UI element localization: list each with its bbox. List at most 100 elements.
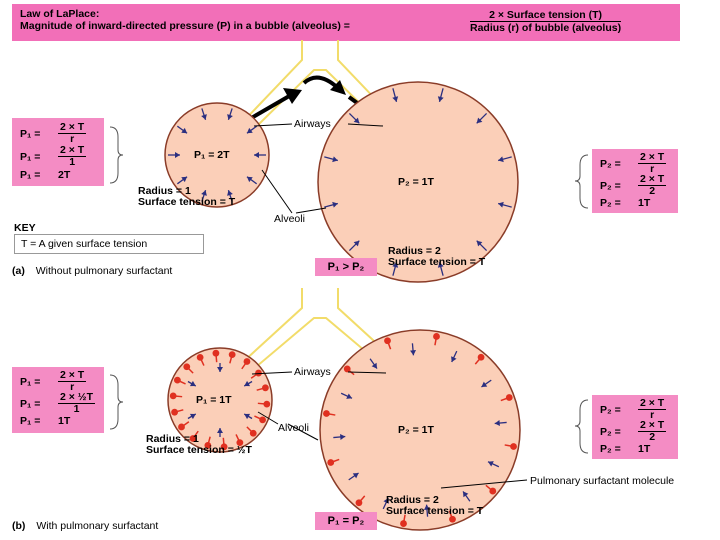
surfactant-molecule [474,353,485,365]
pressure-arrow [201,189,207,202]
header-formula-fraction: 2 × Surface tension (T) Radius (r) of bu… [470,9,622,34]
surfactant-molecules-large-b [323,333,517,527]
surfactant-molecule [355,495,366,507]
eq-num: 2 × T [58,369,87,382]
pressure-arrow [201,108,207,121]
surfactant-molecule [241,358,251,370]
small-radius-a: Radius = 1 [138,185,191,197]
small-alveolus-a [164,102,270,208]
pressure-arrow [498,156,512,163]
surfactant-molecule [235,434,244,446]
comparison-badge-a: P₁ > P₂ [315,258,377,276]
surfactant-molecule [189,430,199,442]
header-numerator: 2 × Surface tension (T) [470,9,622,22]
pressure-arrow [187,413,197,420]
eq-row: P₁ = 1T [20,415,70,427]
eq-den: 1 [73,403,80,415]
surfactant-molecule [228,351,236,364]
surfactant-molecule [257,400,271,408]
surfactant-molecule [183,363,194,374]
eq-num: 2 × ½T [58,391,95,404]
pressure-arrow [254,152,266,158]
eq-lhs: P₂ = [600,403,621,416]
small-tension-a: Surface tension = T [138,196,236,208]
pressure-arrows-large-a [324,88,512,276]
eq-den: 1 [69,156,76,168]
key-box: T = A given surface tension [14,234,204,254]
pressure-arrow [392,262,399,276]
surfactant-molecule [504,443,517,450]
eq-lhs: P₁ = [20,415,41,427]
small-alveolus-pressure-b: P₁ = 1T [196,394,232,406]
pressure-arrows-small-a [168,108,266,202]
pressure-arrow [333,433,346,440]
pressure-arrow [487,461,500,468]
eq-lhs: P₁ = [20,375,41,388]
header-title: Law of LaPlace: [20,8,100,20]
surfactant-molecule [171,408,184,416]
surfactant-molecule [256,384,269,392]
surfactant-molecule [212,349,220,363]
large-alveolus-a [317,81,519,283]
eq-lhs: P₁ = [20,150,41,163]
eq-value: 1T [58,415,71,427]
eq-den: r [70,381,75,393]
eq-lhs: P₁ = [20,397,41,410]
surfactant-molecule [204,436,212,449]
caption-a: (a) Without pulmonary surfactant [12,265,172,277]
comparison-badge-b: P₁ = P₂ [315,512,377,530]
surfactant-molecule [448,510,456,523]
surfactant-molecule [178,421,190,431]
surfactant-molecule [323,410,336,417]
eq-num: 2 × T [638,397,667,410]
airways-b [229,288,411,373]
alveoli-label-b: Alveoli [278,422,309,434]
key-text: T = A given surface tension [21,238,148,250]
leader-lines-a [253,123,384,214]
pressure-arrow [476,240,488,252]
eq-value: 1T [638,443,651,455]
pressure-arrow [498,201,512,208]
small-radius-b: Radius = 1 [146,433,199,445]
pressure-arrow [227,108,233,121]
large-radius-a: Radius = 2 [388,245,441,257]
eq-num: 2 × T [58,144,87,157]
small-tension-b: Surface tension = ½T [146,444,252,456]
large-alveolus-pressure-a: P₂ = 1T [398,176,434,188]
eq-lhs: P₂ = [600,157,621,170]
surfactant-label: Pulmonary surfactant molecule [530,475,675,487]
pressure-arrow [324,156,338,163]
pressure-arrow [348,112,360,124]
caption-b-text: With pulmonary surfactant [36,520,159,532]
eq-num: 2 × T [638,173,667,186]
large-alveolus-pressure-b: P₂ = 1T [398,424,434,436]
header-denominator: Radius (r) of bubble (alveolus) [470,22,622,34]
pressure-arrow [227,189,233,202]
pressure-arrow [324,201,338,208]
pressure-arrow [462,491,471,502]
eq-lhs: P₁ = [20,169,41,181]
large-tension-b: Surface tension = T [386,505,484,517]
bracket-right-a [574,154,589,209]
small-alveolus-b [167,347,273,453]
airways-label-b: Airways [294,366,331,378]
pressure-arrow [176,125,188,134]
alveoli-label-a: Alveoli [274,213,305,225]
pressure-arrow [217,363,223,372]
surfactant-molecule [169,392,183,400]
surfactant-molecules-small-b [169,349,271,451]
pressure-arrow [176,176,188,185]
